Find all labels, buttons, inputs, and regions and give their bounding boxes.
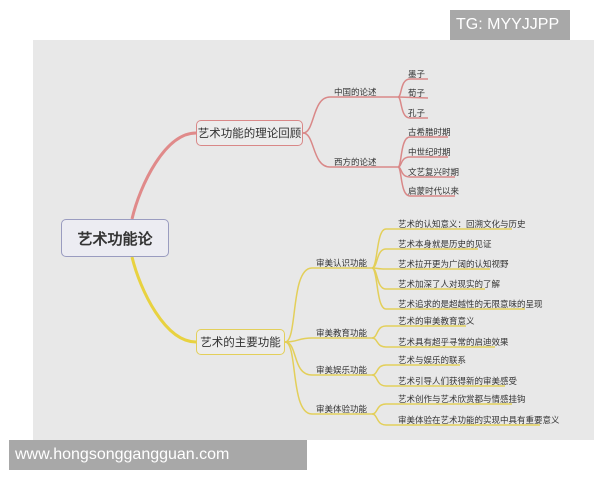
leaf-kongzi[interactable]: 孔子 (408, 109, 426, 119)
root-node[interactable]: 艺术功能论 (61, 219, 169, 257)
leaf-mozi[interactable]: 墨子 (408, 70, 426, 80)
node-aesthetic-cognition[interactable]: 审美认识功能 (316, 259, 368, 269)
leaf-cognition-4[interactable]: 艺术加深了人对现实的了解 (398, 280, 501, 290)
leaf-xunzi[interactable]: 荀子 (408, 89, 426, 99)
watermark-telegram: TG: MYYJJPP (450, 10, 570, 40)
leaf-cognition-1[interactable]: 艺术的认知意义：回溯文化与历史 (398, 220, 526, 230)
leaf-experience-1[interactable]: 艺术创作与艺术欣赏都与情感挂钩 (398, 395, 526, 405)
node-aesthetic-experience[interactable]: 审美体验功能 (316, 405, 368, 415)
leaf-education-1[interactable]: 艺术的审美教育意义 (398, 317, 475, 327)
watermark-url: www.hongsonggangguan.com (9, 440, 307, 470)
leaf-ancient-greece[interactable]: 古希腊时期 (408, 128, 451, 138)
leaf-cognition-3[interactable]: 艺术拉开更为广阔的认知视野 (398, 260, 509, 270)
leaf-entertainment-1[interactable]: 艺术与娱乐的联系 (398, 356, 467, 366)
leaf-education-2[interactable]: 艺术具有超乎寻常的启迪效果 (398, 338, 509, 348)
node-aesthetic-education[interactable]: 审美教育功能 (316, 329, 368, 339)
branch-main-functions[interactable]: 艺术的主要功能 (196, 329, 285, 355)
node-western-discourse[interactable]: 西方的论述 (334, 158, 377, 168)
leaf-cognition-2[interactable]: 艺术本身就是历史的见证 (398, 240, 492, 250)
leaf-middle-ages[interactable]: 中世纪时期 (408, 148, 451, 158)
leaf-enlightenment[interactable]: 启蒙时代以来 (408, 187, 460, 197)
leaf-renaissance[interactable]: 文艺复兴时期 (408, 168, 460, 178)
node-chinese-discourse[interactable]: 中国的论述 (334, 88, 377, 98)
leaf-experience-2[interactable]: 审美体验在艺术功能的实现中具有重要意义 (398, 416, 560, 426)
leaf-entertainment-2[interactable]: 艺术引导人们获得新的审美感受 (398, 377, 518, 387)
node-aesthetic-entertainment[interactable]: 审美娱乐功能 (316, 366, 368, 376)
leaf-cognition-5[interactable]: 艺术追求的是超越性的无限意味的呈现 (398, 300, 543, 310)
branch-theory-review[interactable]: 艺术功能的理论回顾 (196, 120, 303, 146)
